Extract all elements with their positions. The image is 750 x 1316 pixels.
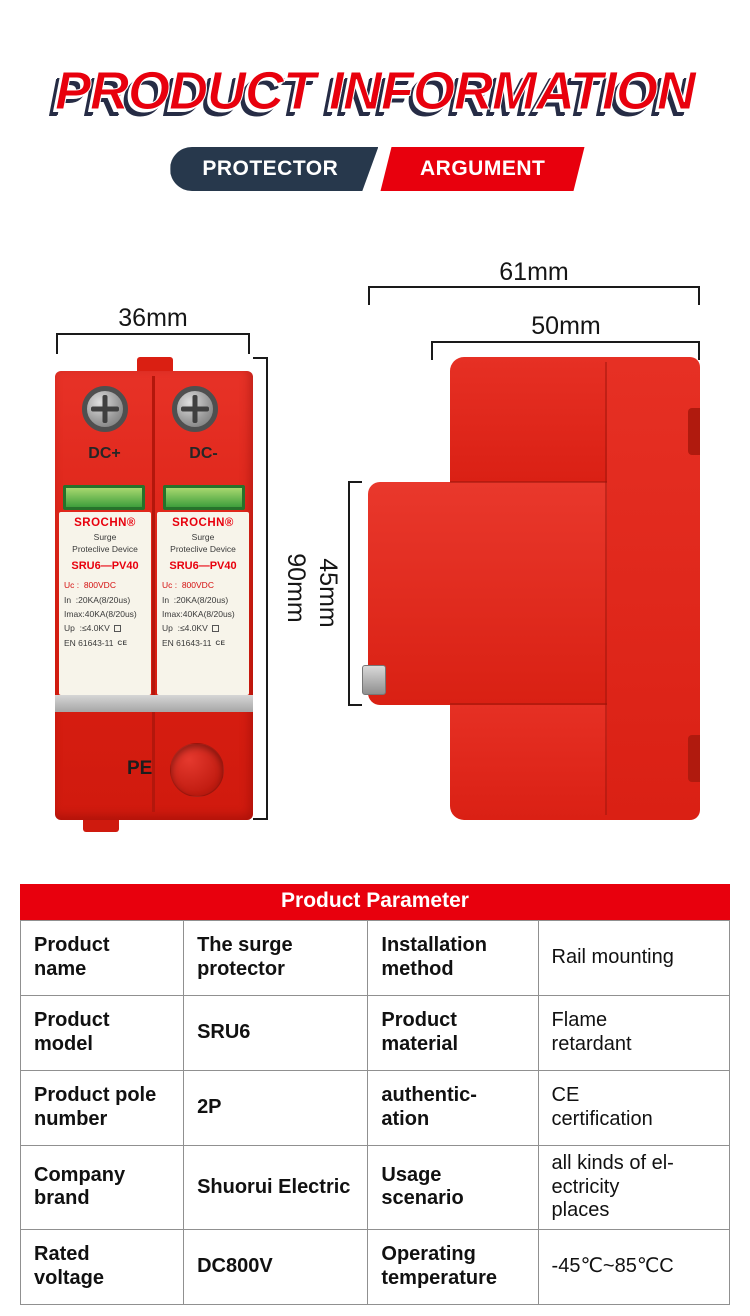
authentication-value: CE certification xyxy=(538,1071,730,1146)
product-material-value: Flame retardant xyxy=(538,996,730,1071)
rated-voltage-label: Rated voltage xyxy=(21,1229,185,1305)
spec-in: In :20KA(8/20us) xyxy=(64,594,131,605)
dim-45mm-label: 45mm xyxy=(314,558,342,627)
spec-uc: Uc : 800VDC xyxy=(162,580,214,591)
cert-box-icon xyxy=(113,625,121,633)
dim-36mm-line xyxy=(56,333,250,354)
authentication-label: authentic-ation xyxy=(368,1071,539,1146)
bottom-mount-tab xyxy=(83,820,119,832)
page-title: PRODUCT INFORMATION xyxy=(55,61,697,122)
brand-name: SROCHN® xyxy=(172,517,234,529)
status-window-right xyxy=(163,485,245,510)
pole-number-value: 2P xyxy=(184,1071,369,1146)
device-front-body: DC+ DC- SROCHN® Surge Proteclive Device … xyxy=(55,371,253,820)
pe-terminal-label: PE xyxy=(127,758,153,779)
dim-90mm-line xyxy=(253,357,268,820)
dim-90mm-label: 90mm xyxy=(282,553,310,622)
side-bottom-block xyxy=(450,704,607,820)
installation-method-label: Installation method xyxy=(368,921,539,996)
dim-45mm-line xyxy=(348,481,362,706)
spec-up: Up :≤4.0KV xyxy=(162,621,249,635)
product-name-label: Product name xyxy=(21,921,185,996)
usage-scenario-value: all kinds of el-ectricity places xyxy=(538,1146,730,1230)
usage-scenario-label: Usage scenario xyxy=(368,1146,539,1230)
label-device-type: Proteclive Device xyxy=(72,544,138,555)
front-view: DC+ DC- SROCHN® Surge Proteclive Device … xyxy=(55,357,253,832)
table-title: Product Parameter xyxy=(20,884,730,920)
company-brand-label: Company brand xyxy=(21,1146,185,1230)
header-tabs: PROTECTOR ARGUMENT xyxy=(0,147,750,191)
installation-method-value: Rail mounting xyxy=(538,921,730,996)
side-slot-top xyxy=(688,408,700,455)
spec-uc: Uc : 800VDC xyxy=(64,580,116,591)
dim-36mm-label: 36mm xyxy=(118,304,187,332)
status-indicator-green xyxy=(66,488,142,507)
company-brand-value: Shuorui Electric xyxy=(184,1146,369,1230)
spec-list: Uc : 800VDC In :20KA(8/20us) Imax:40KA(8… xyxy=(59,578,151,650)
spec-in: In :20KA(8/20us) xyxy=(162,594,229,605)
pe-knockout xyxy=(170,743,224,797)
module-divider xyxy=(152,376,155,812)
body-seam-band xyxy=(55,695,253,712)
table-grid: Product name The surge protector Install… xyxy=(20,920,730,1305)
label-device-type: Proteclive Device xyxy=(170,544,236,555)
tab-argument-label: ARGUMENT xyxy=(420,157,546,180)
label-surge: Surge xyxy=(93,531,117,542)
side-top-block xyxy=(450,357,607,483)
product-model-label: Product model xyxy=(21,996,185,1071)
ce-mark-icon: CE xyxy=(215,639,226,647)
din-rail-clip xyxy=(362,665,386,695)
spec-imax: Imax:40KA(8/20us) xyxy=(162,609,235,619)
screw-terminal-left-icon xyxy=(82,386,128,432)
operating-temperature-value: -45℃~85℃C xyxy=(538,1229,730,1305)
model-number: SRU6—PV40 xyxy=(169,560,237,573)
tab-protector: PROTECTOR xyxy=(170,147,378,191)
product-label-right: SROCHN® Surge Proteclive Device SRU6—PV4… xyxy=(157,512,249,695)
label-surge: Surge xyxy=(191,531,215,542)
tab-argument: ARGUMENT xyxy=(380,147,586,191)
product-name-value: The surge protector xyxy=(184,921,369,996)
model-number: SRU6—PV40 xyxy=(71,560,139,573)
spec-imax: Imax:40KA(8/20us) xyxy=(64,609,137,619)
status-indicator-green xyxy=(166,488,242,507)
terminal-label-dc-plus: DC+ xyxy=(88,445,121,462)
dimension-diagram: DC+ DC- SROCHN® Surge Proteclive Device … xyxy=(0,250,750,850)
side-back-plate xyxy=(605,357,700,820)
product-model-value: SRU6 xyxy=(184,996,369,1071)
brand-name: SROCHN® xyxy=(74,517,136,529)
spec-up: Up :≤4.0KV xyxy=(64,621,151,635)
rated-voltage-value: DC800V xyxy=(184,1229,369,1305)
operating-temperature-label: Operating temperature xyxy=(368,1229,539,1305)
side-front-protrusion xyxy=(368,482,607,705)
terminal-label-dc-minus: DC- xyxy=(189,445,218,462)
pole-number-label: Product pole number xyxy=(21,1071,185,1146)
side-seam-vertical xyxy=(605,362,607,815)
top-mount-tab xyxy=(137,357,173,373)
dim-61mm-line xyxy=(368,286,700,305)
side-slot-bottom xyxy=(688,735,700,782)
dim-50mm-label: 50mm xyxy=(531,312,600,340)
spec-list: Uc : 800VDC In :20KA(8/20us) Imax:40KA(8… xyxy=(157,578,249,650)
product-parameter-table: Product Parameter Product name The surge… xyxy=(20,884,730,1305)
product-label-left: SROCHN® Surge Proteclive Device SRU6—PV4… xyxy=(59,512,151,695)
ce-mark-icon: CE xyxy=(117,639,128,647)
cert-box-icon xyxy=(211,625,219,633)
dim-61mm-label: 61mm xyxy=(499,258,568,286)
product-material-label: Product material xyxy=(368,996,539,1071)
status-window-left xyxy=(63,485,145,510)
side-seam-bottom xyxy=(450,703,607,705)
screw-terminal-right-icon xyxy=(172,386,218,432)
side-seam-top xyxy=(450,481,607,483)
